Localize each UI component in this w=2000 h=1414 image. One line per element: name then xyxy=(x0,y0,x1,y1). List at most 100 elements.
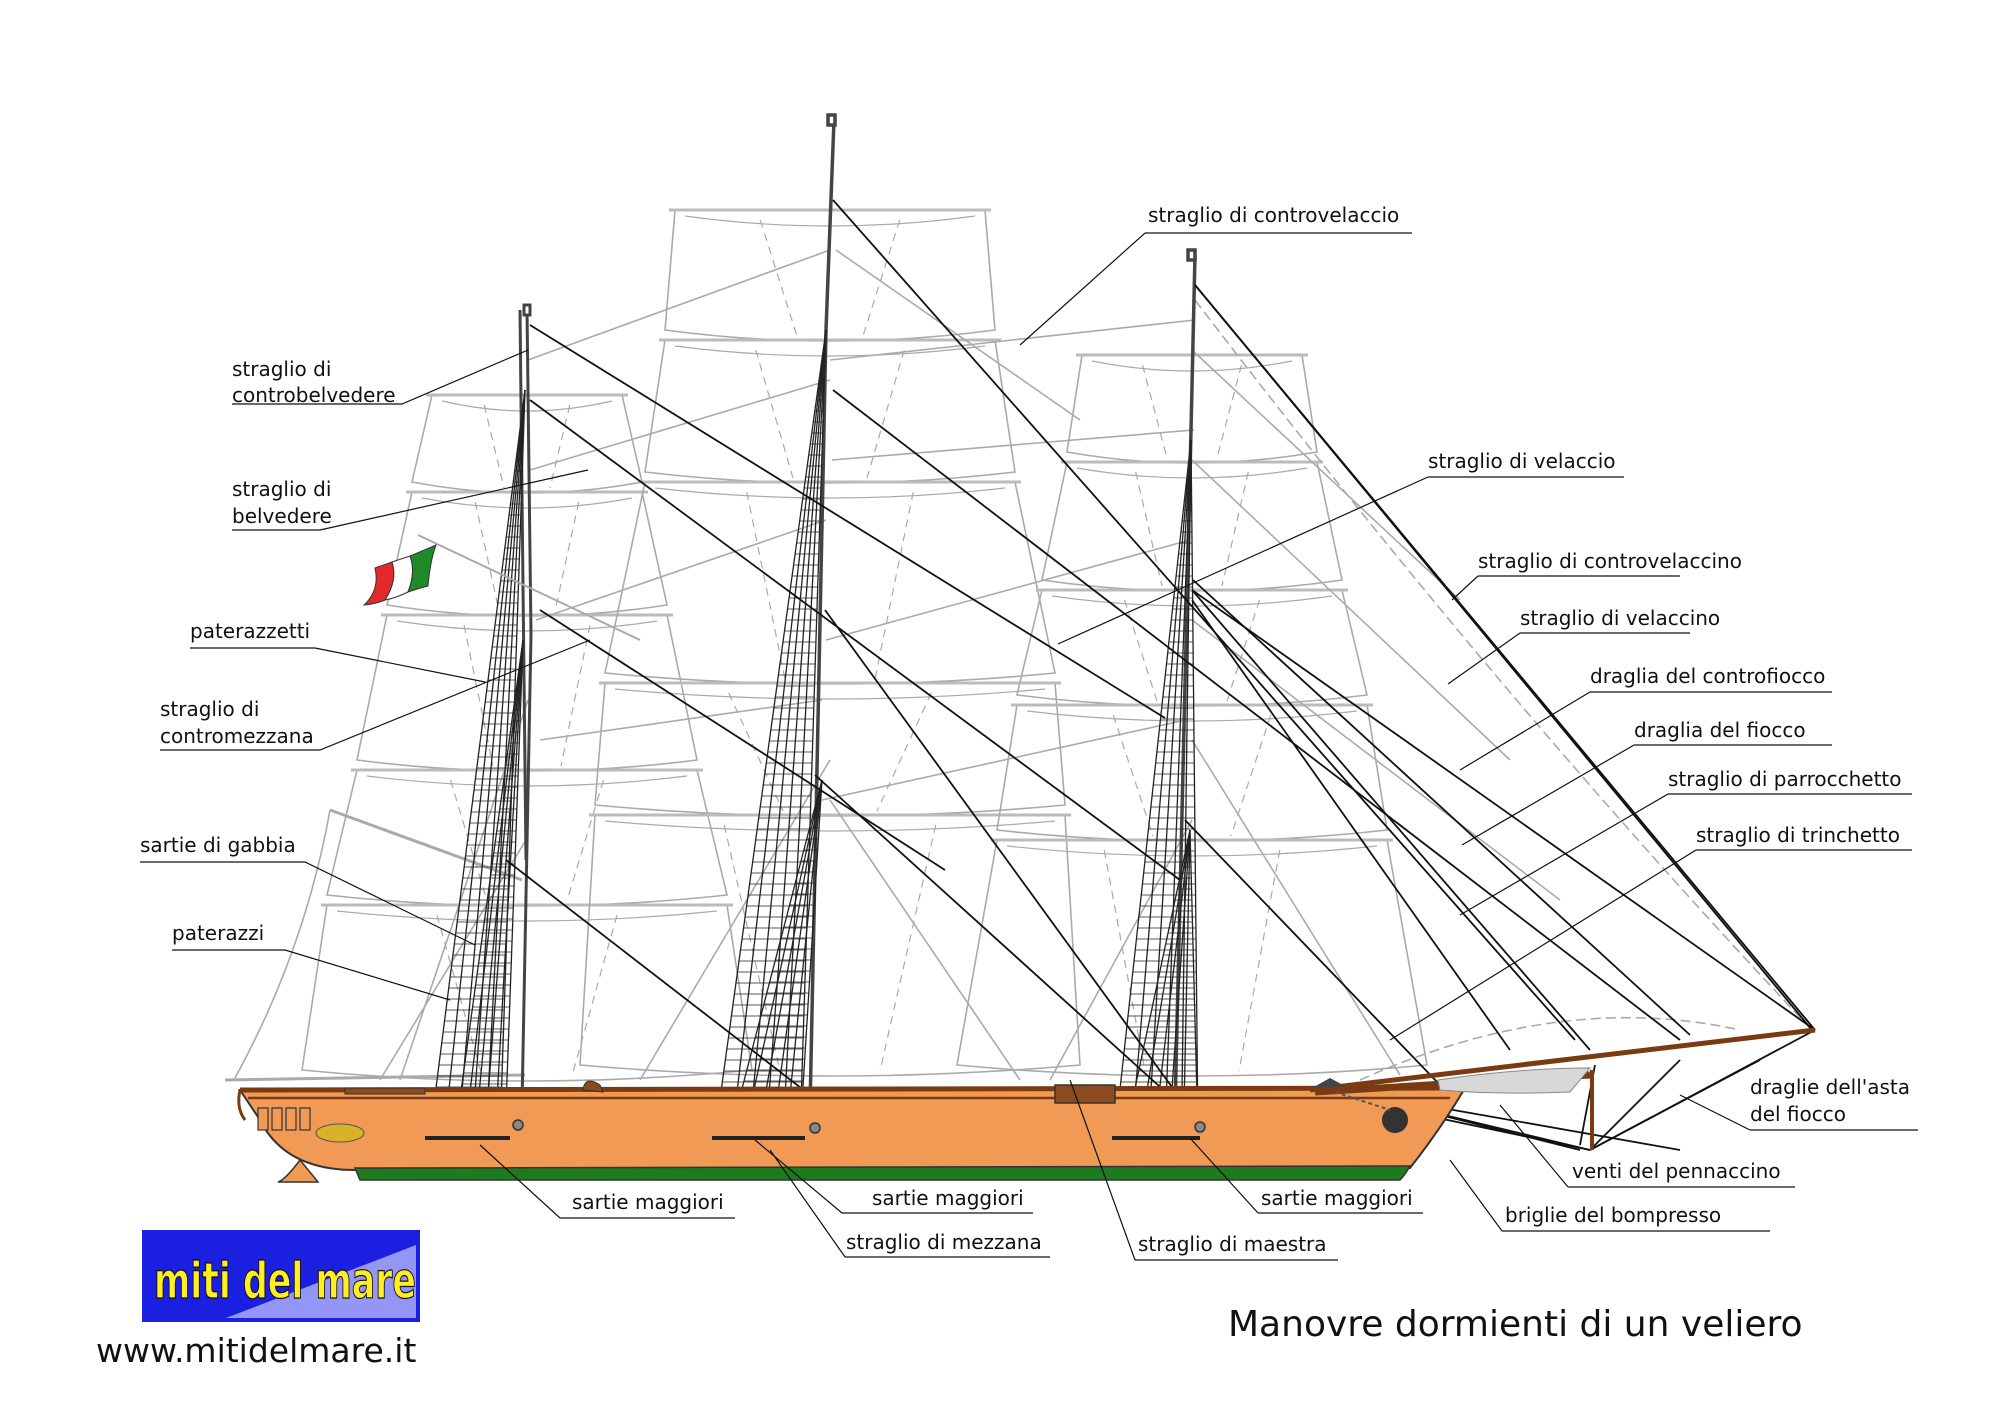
shroud xyxy=(504,639,524,1136)
clewline xyxy=(876,692,932,812)
staysail-line xyxy=(831,429,1195,461)
shroud xyxy=(471,389,526,1136)
label-sartie-maggiori-mizzen: sartie maggiori xyxy=(572,1190,724,1214)
staysail-line xyxy=(825,539,1191,641)
clewline xyxy=(879,824,937,1072)
staysail-line xyxy=(1049,819,1193,1081)
clewline xyxy=(755,349,794,479)
label-straglio-maestra: straglio di maestra xyxy=(1138,1232,1327,1256)
sail-curve xyxy=(421,497,633,509)
sail-curve xyxy=(604,820,1056,832)
shroud xyxy=(1164,439,1192,1136)
label-briglie-bompresso: briglie del bompresso xyxy=(1505,1203,1721,1227)
sail-curve xyxy=(674,345,986,357)
clewline xyxy=(463,624,494,767)
staysail-line xyxy=(535,519,827,621)
label-sartie-gabbia: sartie di gabbia xyxy=(140,833,296,857)
clewline xyxy=(746,491,786,680)
clewline xyxy=(1103,849,1146,1072)
shroud xyxy=(765,329,827,1136)
sail xyxy=(956,839,1428,1077)
label-venti-pennaccino: venti del pennaccino xyxy=(1572,1159,1781,1183)
shroud xyxy=(799,329,827,1136)
miti-del-mare-logo: miti del mare xyxy=(142,1230,420,1322)
staysail-line xyxy=(835,249,1081,421)
shroud xyxy=(1182,829,1191,1136)
label-straglio-contromezzana: straglio di contromezzana xyxy=(160,697,314,748)
clewline xyxy=(1230,714,1272,837)
sail-curve xyxy=(396,620,658,632)
staysail-line xyxy=(639,759,831,1081)
shroud xyxy=(1147,439,1192,1136)
fore-mast xyxy=(1173,248,1197,1111)
clewline xyxy=(1112,714,1154,837)
staysail-line xyxy=(829,319,1196,361)
clewline xyxy=(474,501,500,612)
shroud xyxy=(1114,439,1192,1136)
sail-curve xyxy=(614,688,1046,700)
label-straglio-controbelvedere: straglio di controbelvedere xyxy=(232,357,396,407)
label-straglio-velaccino: straglio di velaccino xyxy=(1520,606,1720,630)
label-paterazzi: paterazzi xyxy=(172,921,264,945)
labels: straglio di controbelvedere straglio di … xyxy=(140,203,1916,1256)
label-straglio-velaccio: straglio di velaccio xyxy=(1428,449,1616,473)
spanker-sail xyxy=(234,809,331,1079)
sails-and-yards xyxy=(224,208,1813,1082)
sail xyxy=(356,614,698,772)
staysail-line xyxy=(821,719,1187,801)
clewline xyxy=(1216,364,1243,459)
shroud xyxy=(484,639,524,1136)
staysail-line xyxy=(1191,459,1511,761)
shroud xyxy=(485,389,526,1136)
shroud xyxy=(1130,439,1192,1136)
clewline xyxy=(571,914,618,1077)
shrouds-ratlines xyxy=(429,329,1199,1136)
label-draglie-asta-fiocco: draglie dell'asta del fiocco xyxy=(1750,1075,1916,1126)
shroud xyxy=(1153,829,1191,1136)
staysail-line xyxy=(1191,349,1461,601)
shroud xyxy=(729,779,823,1136)
shroud xyxy=(499,389,526,1136)
shroud xyxy=(782,329,827,1136)
clewline xyxy=(866,349,905,479)
shroud xyxy=(748,329,827,1136)
label-sartie-maggiori-fore: sartie maggiori xyxy=(1261,1186,1413,1210)
diagram-title: Manovre dormienti di un veliero xyxy=(1228,1304,1803,1345)
logo-text: miti del mare xyxy=(154,1252,416,1310)
sail xyxy=(644,339,1016,484)
shroud xyxy=(731,329,827,1136)
label-paterazzetti: paterazzetti xyxy=(190,619,310,643)
label-draglia-controfiocco: draglia del controfiocco xyxy=(1590,664,1825,688)
shroud xyxy=(1138,829,1191,1136)
clewline xyxy=(554,501,580,612)
label-straglio-mezzana: straglio di mezzana xyxy=(846,1230,1042,1254)
clewline xyxy=(862,219,901,337)
sail xyxy=(604,481,1056,685)
label-straglio-controvelaccino: straglio di controvelaccino xyxy=(1478,549,1742,573)
shroud xyxy=(474,639,524,1136)
shroud xyxy=(714,329,827,1136)
sail xyxy=(301,904,753,1082)
spanker-gaff xyxy=(329,808,523,882)
shroud xyxy=(429,389,526,1136)
shroud xyxy=(1168,829,1191,1136)
sail-curve xyxy=(654,487,1006,499)
staysail-line xyxy=(529,379,831,471)
label-leaders xyxy=(140,232,1918,1261)
staysail-line xyxy=(829,799,1021,1081)
shroud xyxy=(1189,829,1199,1136)
staysail-line xyxy=(539,699,823,741)
clewline xyxy=(1135,471,1163,587)
website-url[interactable]: www.mitidelmare.it xyxy=(96,1331,416,1370)
italian-flag xyxy=(362,534,641,641)
jib-foot xyxy=(1359,1016,1741,1081)
clewline xyxy=(449,779,488,902)
clewline xyxy=(759,219,798,337)
clewline xyxy=(1221,471,1249,587)
clewline xyxy=(1123,599,1158,702)
main-mast xyxy=(808,113,837,1111)
clewline xyxy=(1141,364,1168,459)
sail-curve xyxy=(1026,710,1358,722)
clewline xyxy=(874,491,914,680)
